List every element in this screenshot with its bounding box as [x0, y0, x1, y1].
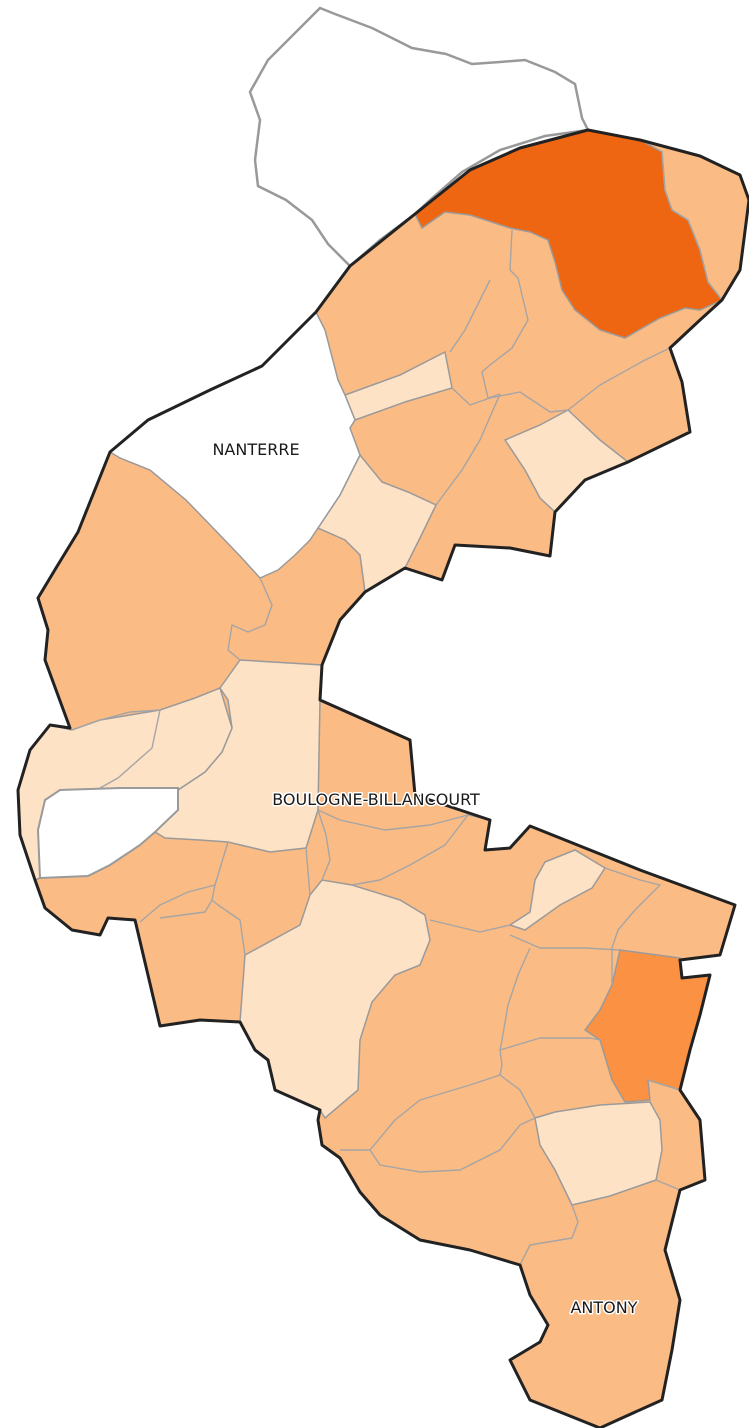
- commune-dark-north-east: [414, 129, 724, 339]
- label-nanterre: NANTERRE: [212, 440, 299, 459]
- commune-borders: [71, 151, 723, 1266]
- region-outside-north: [248, 6, 590, 268]
- commune-lightest-7: [508, 849, 607, 931]
- commune-white-west: [36, 787, 179, 880]
- commune-lightest-8: [534, 1101, 663, 1206]
- label-antony: ANTONY: [570, 1298, 637, 1317]
- label-boulogne-billancourt: BOULOGNE-BILLANCOURT: [272, 790, 480, 809]
- department-outline: [16, 128, 749, 1428]
